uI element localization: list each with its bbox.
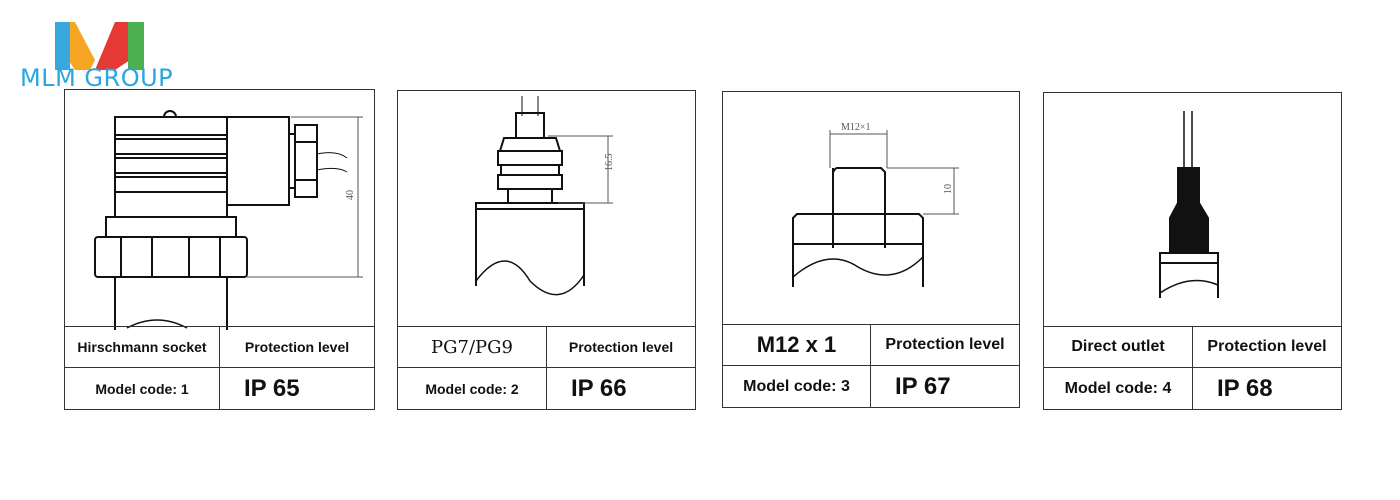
connection-type: Direct outlet (1044, 327, 1193, 367)
logo-text: MLM GROUP (20, 64, 174, 92)
model-code: Model code: 1 (65, 368, 220, 409)
dimension-label: 16.5 (604, 154, 615, 172)
spec-table: PG7/PG9 Protection level Model code: 2 IP … (398, 326, 695, 409)
connection-type: PG7/PG9 (398, 327, 547, 367)
ip-rating: IP 66 (571, 374, 627, 402)
hirschmann-drawing (94, 110, 363, 330)
connection-type: Hirschmann socket (65, 327, 220, 367)
connector-panel-pg: 16.5 PG7/PG9 Protection level Model code:… (397, 90, 696, 410)
protection-label: Protection level (244, 339, 350, 355)
ip-rating: IP 68 (1217, 374, 1273, 402)
spec-table: M12 x 1 Protection level Model code: 3 IP … (723, 324, 1019, 407)
dimension-label: 10 (943, 184, 954, 194)
thread-label: M12×1 (841, 122, 871, 133)
spec-table: Direct outlet Protection level Model code… (1044, 326, 1341, 409)
m12-drawing: M12×1 10 (792, 122, 959, 287)
protection-label: Protection level (568, 339, 674, 355)
connector-panel-direct: Direct outlet Protection level Model code… (1043, 92, 1342, 410)
model-code: Model code: 4 (1044, 368, 1193, 409)
protection-label: Protection level (885, 336, 1005, 353)
ip-rating: IP 67 (895, 372, 951, 400)
direct-outlet-drawing (1159, 111, 1219, 298)
spec-table: Hirschmann socket Protection level Model … (65, 326, 374, 409)
connector-panel-m12: M12×1 10 M12 x 1 Protection level Model c… (722, 91, 1020, 408)
connection-type: M12 x 1 (723, 325, 871, 365)
pg-gland-drawing: 16.5 (475, 96, 615, 296)
protection-label: Protection level (1207, 338, 1327, 355)
logo-icon (55, 22, 144, 70)
ip-rating: IP 65 (244, 374, 300, 402)
model-code: Model code: 2 (398, 368, 547, 409)
model-code: Model code: 3 (723, 366, 871, 407)
